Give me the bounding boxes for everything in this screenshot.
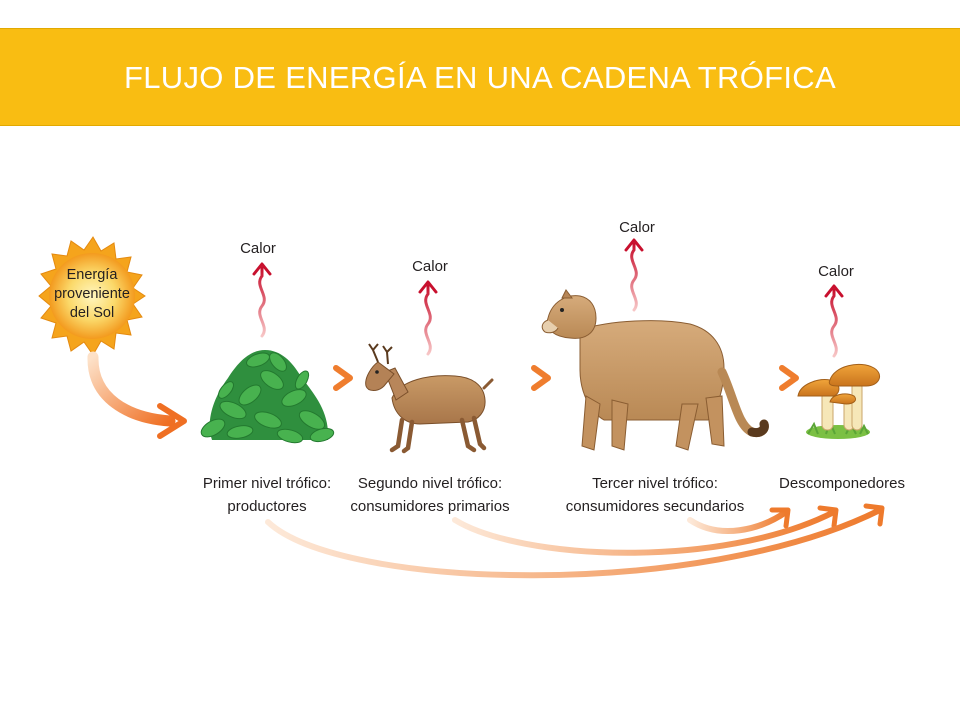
sun-label-line3: del Sol: [70, 305, 114, 321]
puma-icon: [541, 289, 769, 451]
level-3-label-line1: Tercer nivel trófico:: [592, 475, 718, 492]
page-title: FLUJO DE ENERGÍA EN UNA CADENA TRÓFICA: [124, 60, 836, 95]
heat-arrow-secondary: [624, 238, 644, 312]
sun-label-line2: proveniente: [54, 286, 130, 302]
level-3-label-line2: consumidores secundarios: [566, 498, 744, 515]
heat-arrow-producers: [252, 262, 272, 338]
level-2-label-line2: consumidores primarios: [350, 498, 509, 515]
plant-icon: [200, 350, 335, 444]
heat-label-producers: Calor: [240, 240, 276, 257]
sun-icon: [38, 236, 146, 356]
heat-label-primary: Calor: [412, 258, 448, 275]
flow-arrow-3: [740, 365, 799, 391]
return-arc-primary: [452, 505, 839, 556]
sun-label-line1: Energía: [67, 267, 119, 283]
flow-arrow-2: [491, 365, 551, 391]
sun-to-producers-arrow: [87, 351, 187, 439]
title-banner: FLUJO DE ENERGÍA EN UNA CADENA TRÓFICA: [0, 28, 960, 126]
level-4-label: Descomponedores: [779, 475, 905, 492]
deer-icon: [365, 343, 494, 454]
heat-arrow-decomposers: [824, 284, 844, 358]
level-1-label-line1: Primer nivel trófico:: [203, 475, 331, 492]
return-arc-secondary: [687, 507, 791, 534]
heat-arrow-primary: [418, 280, 438, 356]
mushroom-icon: [797, 364, 881, 439]
heat-label-decomposers: Calor: [818, 263, 854, 280]
flow-arrow-1: [296, 365, 353, 391]
heat-label-secondary: Calor: [619, 219, 655, 236]
level-2-label-line1: Segundo nivel trófico:: [358, 475, 502, 492]
return-arc-producers: [265, 503, 885, 579]
level-1-label-line2: productores: [227, 498, 306, 515]
